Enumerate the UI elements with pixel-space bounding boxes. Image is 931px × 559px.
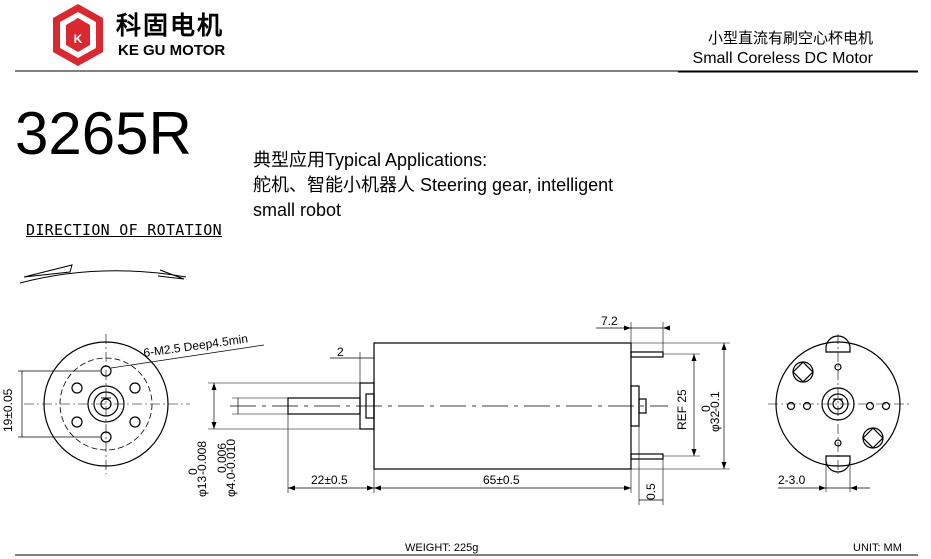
shaft-tol-lower: -0.010: [224, 439, 238, 473]
hole-spacing-label: 19±0.05: [1, 388, 15, 432]
rear-boss-label: 2-3.0: [778, 473, 806, 487]
logo-icon: K: [53, 4, 103, 66]
shaft-tol-upper: 0.006: [215, 443, 229, 473]
product-title-en: Small Coreless DC Motor: [692, 50, 873, 67]
model-number: 3265R: [15, 100, 192, 167]
brand-cn: 科固电机: [116, 12, 225, 40]
logo-letter: K: [74, 32, 83, 46]
rear-view: [768, 334, 910, 492]
terminal-spacing-label: REF 25: [675, 389, 689, 430]
applications-line: 舵机、智能小机器人 Steering gear, intelligent: [253, 175, 614, 195]
shaft-dia-label: φ4.0: [224, 472, 238, 497]
front-view: [18, 334, 265, 474]
brand-en: KE GU MOTOR: [118, 42, 226, 59]
shaft-length-label: 22±0.5: [311, 473, 348, 487]
applications: 典型应用Typical Applications: 舵机、智能小机器人 Stee…: [253, 148, 673, 223]
mount-holes-label: 6-M2.5 Deep4.5min: [142, 331, 248, 360]
boss-tol-lower: -0.008: [195, 441, 209, 475]
product-title-cn: 小型直流有刷空心杯电机: [707, 30, 873, 47]
body-dia-label: φ32: [708, 411, 722, 432]
body-tol-upper: 0: [699, 405, 713, 412]
terminal-length-label: 7.2: [601, 314, 618, 328]
applications-line: small robot: [253, 200, 342, 220]
boss-tol-upper: 0: [186, 468, 200, 475]
boss-diameter-dim: φ13 0 -0.008: [186, 441, 209, 497]
front-offset-label: 2: [337, 345, 344, 359]
rotation-label: DIRECTION OF ROTATION: [26, 221, 222, 239]
unit-label: UNIT: MM: [853, 542, 902, 554]
applications-heading: 典型应用Typical Applications:: [253, 150, 488, 170]
side-view: [208, 322, 730, 505]
rotation-arrow-icon: [19, 264, 187, 284]
boss-dia-label: φ13: [195, 476, 209, 497]
shaft-diameter-dim: φ4.0 0.006 -0.010: [215, 439, 238, 497]
body-diameter-dim: φ32 0 -0.1: [699, 391, 722, 432]
body-tol-lower: -0.1: [708, 391, 722, 412]
rear-gap-label: 0.5: [644, 483, 658, 500]
body-length-label: 65±0.5: [483, 473, 520, 487]
weight-label: WEIGHT: 225g: [405, 542, 479, 554]
